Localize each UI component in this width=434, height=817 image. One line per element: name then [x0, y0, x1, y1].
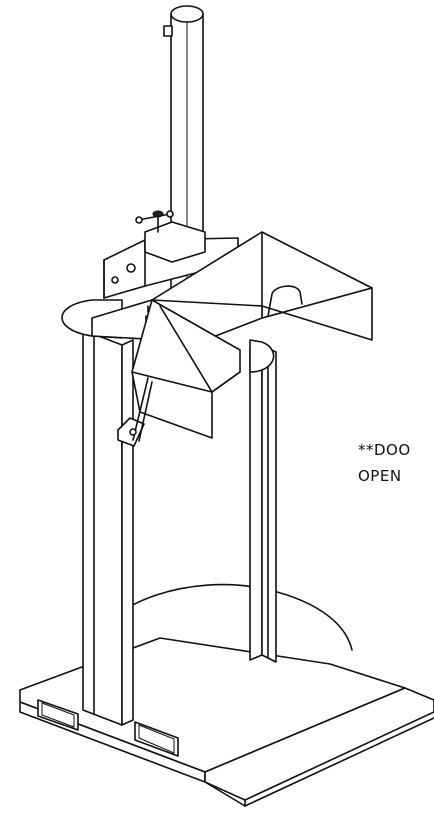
upper-hood	[151, 231, 373, 341]
loading-ramp	[204, 687, 434, 807]
left-upright	[82, 329, 134, 726]
right-upright	[249, 345, 277, 663]
fork-pocket-left	[37, 699, 79, 731]
door-latch	[117, 377, 153, 447]
door-note-line-1: **DOO	[358, 441, 411, 459]
door-note-line-2: OPEN	[358, 467, 402, 485]
carriage-clamp	[103, 210, 239, 299]
fork-pocket-right	[134, 721, 179, 757]
front-door	[91, 299, 263, 439]
